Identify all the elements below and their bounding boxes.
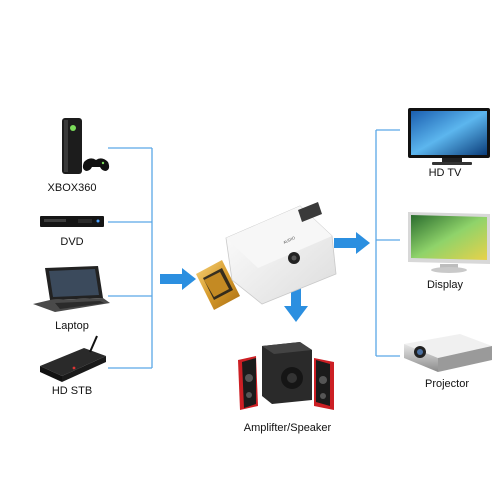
dvd-player-icon [40,216,104,227]
projector-icon [404,334,492,372]
xbox360-console-icon [62,118,110,174]
hdmi-vga-adapter-icon [196,202,337,310]
input-connector-lines [108,147,153,369]
set-top-box-icon [40,335,106,382]
laptop-icon [33,266,110,312]
input-label-laptop: Laptop [55,320,89,332]
output-label-projector: Projector [424,378,470,390]
monitor-icon [408,212,490,273]
hd-tv-icon [408,108,490,165]
audio-arrow [284,288,308,322]
audio-output-label: Amplifter/Speaker [243,422,332,434]
input-label-hd-stb: HD STB [51,385,93,397]
adapter-port-label: AUDIO [282,235,296,245]
input-label-xbox360: XBOX360 [47,182,97,194]
output-label-hd-tv: HD TV [428,167,462,179]
speaker-system-icon [238,342,334,410]
input-arrow [160,268,196,290]
output-arrow [334,232,370,254]
output-connector-lines [375,129,400,357]
input-label-dvd: DVD [60,236,84,248]
output-label-display: Display [426,279,464,291]
